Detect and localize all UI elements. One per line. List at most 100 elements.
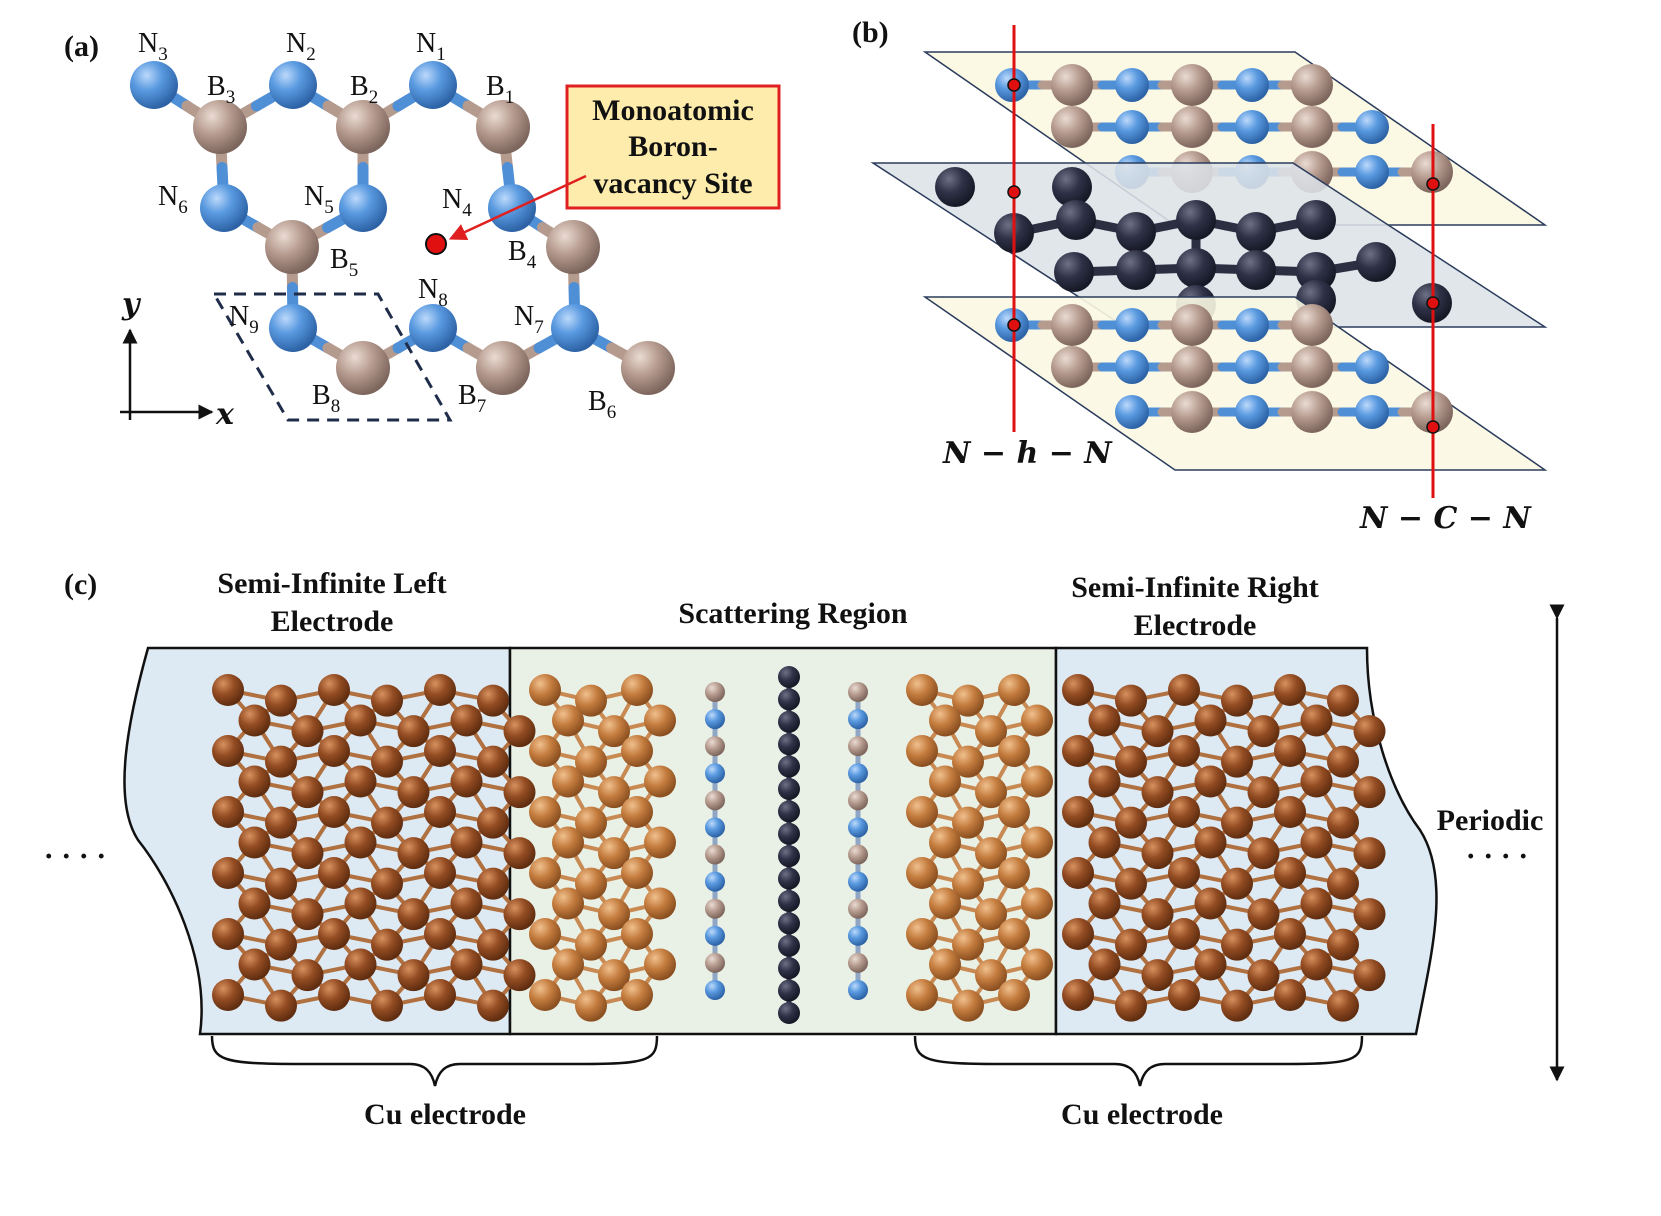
carbon-atom bbox=[1116, 212, 1156, 252]
scattering-cu-atom bbox=[598, 837, 630, 870]
carbon-atom bbox=[1236, 250, 1276, 290]
right-electrode-cu-atom bbox=[1247, 898, 1280, 931]
right-electrode-cu-atom bbox=[1300, 765, 1333, 798]
hbn-chain-atom bbox=[705, 925, 725, 946]
left-electrode-cu-atom bbox=[291, 898, 324, 931]
right-electrode-cu-atom bbox=[1168, 979, 1200, 1011]
left-electrode-cu-atom bbox=[397, 776, 430, 809]
right-electrode-cu-atom bbox=[1353, 715, 1386, 748]
graphene-chain-atom bbox=[778, 979, 800, 1002]
right-electrode-title-line-2: Electrode bbox=[1134, 609, 1257, 642]
left-electrode-cu-atom bbox=[450, 887, 483, 920]
stacking-site-dot bbox=[1426, 177, 1440, 191]
right-electrode-cu-atom bbox=[1274, 857, 1306, 889]
hbn-chain-atom bbox=[705, 763, 725, 784]
right-electrode-cu-atom bbox=[1088, 948, 1121, 981]
boron-atom bbox=[1171, 64, 1213, 106]
right-electrode-cu-atom bbox=[1353, 776, 1386, 809]
atom-label-N5: N5 bbox=[304, 181, 334, 218]
right-electrode-cu-atom bbox=[1115, 867, 1147, 900]
graphene-plane bbox=[870, 162, 1548, 328]
hbn-chain-atom bbox=[848, 790, 868, 811]
scattering-cu-atom bbox=[952, 745, 984, 778]
hbn-chain-atom bbox=[705, 980, 725, 1000]
panel-c-label: (c) bbox=[64, 568, 97, 601]
panel-c: (c) Semi-Infinite Left Electrode Scatter… bbox=[44, 567, 1565, 1131]
right-electrode-cu-atom bbox=[1168, 857, 1200, 889]
left-electrode-cu-atom bbox=[291, 959, 324, 992]
graphene-chain-atom bbox=[778, 800, 800, 823]
atom-label-B7: B7 bbox=[458, 380, 486, 417]
left-electrode-cu-atom bbox=[212, 918, 244, 950]
left-electrode-cu-atom bbox=[503, 898, 536, 931]
hbn-chain-atom bbox=[705, 898, 725, 919]
n-c-n-label: N − C − N bbox=[1359, 501, 1532, 536]
right-electrode-cu-atom bbox=[1168, 735, 1200, 767]
graphene-chain-atom bbox=[778, 1002, 800, 1024]
boron-atom bbox=[1051, 106, 1093, 148]
boron-atom bbox=[1051, 64, 1093, 106]
scattering-cu-atom bbox=[952, 867, 984, 900]
graphene-chain-atom bbox=[778, 845, 800, 868]
scattering-cu-atom bbox=[952, 928, 984, 961]
graphene-chain-atom bbox=[778, 912, 800, 935]
scattering-cu-atom bbox=[575, 745, 607, 778]
hbn-chain-atom bbox=[848, 736, 868, 757]
left-electrode-cu-atom bbox=[424, 796, 456, 828]
right-electrode-cu-atom bbox=[1300, 948, 1333, 981]
nitrogen-atom-3 bbox=[130, 61, 178, 109]
right-electrode-cu-atom bbox=[1062, 918, 1094, 950]
scattering-cu-atom bbox=[929, 704, 961, 737]
nitrogen-atom bbox=[1115, 308, 1149, 342]
vacancy-callout-box bbox=[565, 84, 781, 210]
left-electrode-cu-atom bbox=[212, 674, 244, 706]
scattering-cu-atom bbox=[598, 959, 630, 992]
right-electrode-cu-atom bbox=[1088, 826, 1121, 859]
graphene-chain-atom bbox=[778, 957, 800, 980]
left-electrode-cu-atom bbox=[424, 674, 456, 706]
nitrogen-atom bbox=[1235, 68, 1269, 102]
scattering-cu-atom bbox=[621, 979, 653, 1011]
atom-label-N6: N6 bbox=[158, 181, 188, 218]
carbon-atom bbox=[1296, 200, 1336, 240]
nitrogen-atom bbox=[1115, 68, 1149, 102]
right-electrode-cu-atom bbox=[1353, 837, 1386, 870]
right-electrode-cu-atom bbox=[1194, 826, 1227, 859]
scattering-cu-atom bbox=[644, 704, 676, 737]
right-electrode-cu-atom bbox=[1300, 704, 1333, 737]
right-electrode-cu-atom bbox=[1247, 959, 1280, 992]
right-cu-electrode-brace bbox=[913, 1035, 1364, 1087]
scattering-cu-atom bbox=[906, 674, 938, 706]
left-cu-electrode-label: Cu electrode bbox=[364, 1098, 526, 1131]
left-electrode-cu-atom bbox=[238, 765, 271, 798]
atom-label-B2: B2 bbox=[350, 71, 378, 108]
hbn-chain-atom bbox=[848, 871, 868, 892]
scattering-cu-atom bbox=[952, 989, 984, 1022]
carbon-atom bbox=[1356, 242, 1396, 282]
scattering-cu-atom bbox=[1021, 887, 1053, 920]
nitrogen-atom bbox=[1235, 308, 1269, 342]
left-electrode-cu-atom bbox=[291, 837, 324, 870]
left-electrode-title-line-2: Electrode bbox=[271, 605, 394, 638]
nitrogen-atom-1 bbox=[409, 61, 457, 109]
atom-label-B3: B3 bbox=[207, 71, 235, 108]
bottom-hbn-layer bbox=[995, 304, 1453, 433]
boron-atom-7 bbox=[476, 341, 530, 395]
scattering-region-title: Scattering Region bbox=[678, 597, 907, 630]
boron-atom bbox=[1291, 304, 1333, 346]
stacking-site-dot bbox=[1007, 78, 1021, 92]
callout-arrow bbox=[448, 174, 587, 241]
left-electrode-cu-atom bbox=[265, 867, 297, 900]
hbn-chain-atom bbox=[705, 736, 725, 757]
callout-line-3: vacancy Site bbox=[593, 167, 752, 200]
left-electrode-cu-atom bbox=[371, 928, 403, 961]
right-electrode-cu-atom bbox=[1247, 776, 1280, 809]
nitrogen-atom bbox=[1235, 350, 1269, 384]
scattering-cu-atom bbox=[529, 796, 561, 828]
left-electrode-cu-atom bbox=[291, 776, 324, 809]
boron-atom bbox=[1171, 346, 1213, 388]
atom-label-N3: N3 bbox=[138, 28, 168, 65]
hbn-chain-atom bbox=[848, 709, 868, 730]
